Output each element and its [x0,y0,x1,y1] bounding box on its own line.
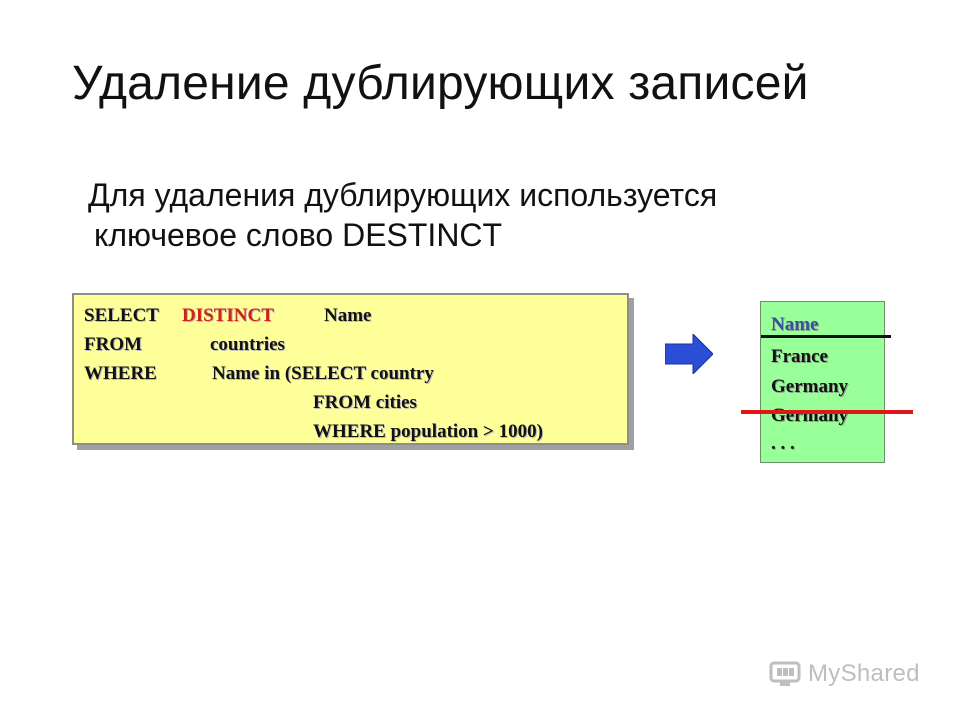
result-row: Germany [771,405,849,426]
sql-distinct-keyword: DISTINCT [182,305,274,326]
slide-body: Для удаления дублирующих используется кл… [88,175,717,255]
result-row: . . . [771,433,795,454]
result-row: France [771,346,828,367]
watermark: MyShared [768,658,920,690]
sql-select-column: Name [324,305,372,326]
sql-code-box: SELECT DISTINCT Name FROM countries WHER… [72,293,629,445]
slide-title: Удаление дублирующих записей [72,57,809,110]
sql-subquery-from: FROM cities [313,392,417,413]
sql-where-expression: Name in (SELECT country [212,363,434,384]
duplicate-strike-line [741,410,913,414]
mysahred-logo-icon [769,661,801,686]
result-table: Name France Germany Germany . . . [760,301,891,463]
sql-select-keyword: SELECT [84,305,159,326]
sql-from-keyword: FROM [84,334,143,355]
body-line-1: Для удаления дублирующих используется [88,177,718,213]
result-row: Germany [771,376,849,397]
result-header: Name [771,314,819,335]
sql-subquery-where: WHERE population > 1000) [313,421,543,442]
right-arrow-icon [665,334,713,374]
sql-where-keyword: WHERE [84,363,157,384]
watermark-text: MyShared [808,660,920,687]
sql-from-table: countries [210,334,285,355]
result-header-underline [761,335,891,338]
body-line-2: ключевое слово DESTINCT [94,217,503,253]
